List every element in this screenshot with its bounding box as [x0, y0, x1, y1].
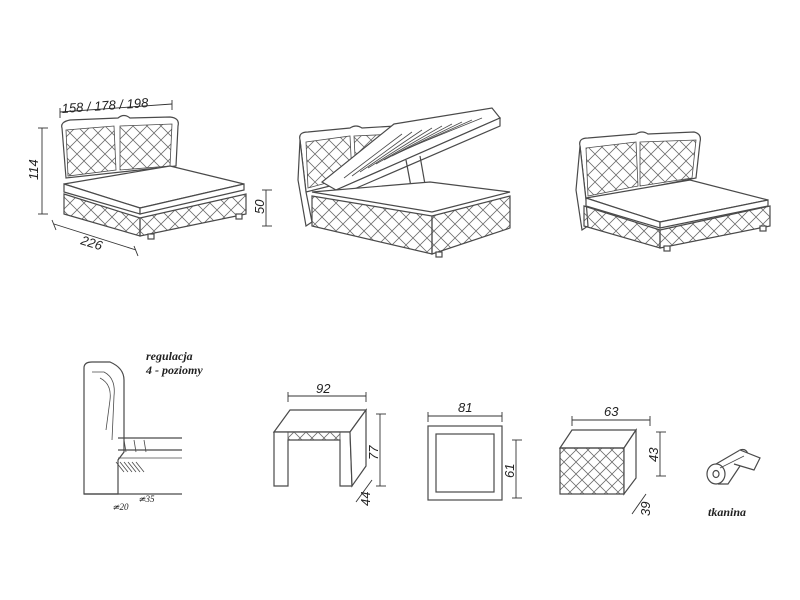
nightstand-top: [558, 429, 638, 449]
bed-front-view: 158 / 178 / 198 114 226 50: [26, 95, 272, 257]
mirror-drawing: 81 61: [427, 400, 522, 501]
nightstand-drawing: 63 43 39: [558, 404, 666, 516]
bed-length-label: 226: [78, 232, 105, 253]
nightstand-width-label: 63: [604, 404, 619, 419]
bench-height-label: 77: [366, 445, 381, 460]
fabric-roll-drawing: tkanina: [706, 448, 761, 519]
bench-depth-label: 44: [358, 492, 373, 506]
fabric-label: tkanina: [708, 505, 746, 519]
angle-high-label: ≄35: [138, 494, 155, 504]
bed-width-label: 158 / 178 / 198: [61, 95, 149, 116]
adjustment-note-line1: regulacja: [146, 349, 193, 363]
adjustment-note-line2: 4 - poziomy: [145, 363, 203, 377]
mirror-width-label: 81: [458, 400, 472, 415]
mirror-frame: [427, 425, 503, 501]
bed-height-label: 114: [26, 159, 41, 180]
bench-width-label: 92: [316, 381, 331, 396]
bed-frame-height-label: 50: [252, 199, 267, 214]
mirror-height-label: 61: [502, 464, 517, 478]
nightstand-height-label: 43: [646, 447, 661, 462]
bed-side-section: regulacja 4 - poziomy ≄20 ≄35: [83, 349, 203, 512]
bed-perspective-view: [575, 131, 771, 252]
angle-low-label: ≄20: [112, 502, 129, 512]
bench-drawing: 92 77 44: [272, 381, 386, 506]
bed-storage-open-view: [297, 107, 511, 258]
nightstand-depth-label: 39: [638, 502, 653, 516]
